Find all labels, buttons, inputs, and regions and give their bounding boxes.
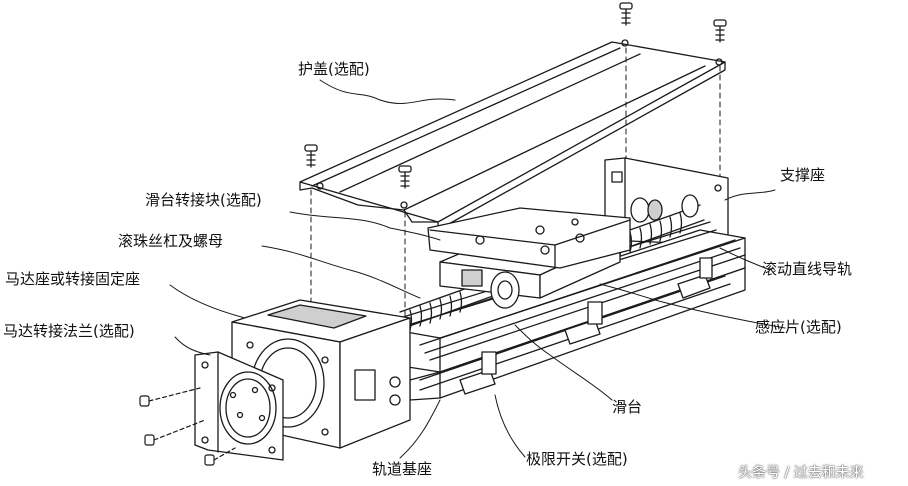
watermark: 头条号 / 过去和未来 [738, 465, 864, 481]
label-slide-adapter-block: 滑台转接块(选配) [145, 191, 262, 209]
flange-screws [139, 387, 236, 466]
label-sensor-plate: 感应片(选配) [755, 318, 842, 336]
cover-plate [299, 39, 726, 231]
label-limit-switch: 极限开关(选配) [526, 450, 628, 468]
slide-adapter-block [427, 207, 631, 269]
label-support-seat: 支撑座 [780, 166, 826, 184]
label-motor-flange: 马达转接法兰(选配) [3, 322, 135, 340]
label-cover: 护盖(选配) [298, 60, 370, 78]
leader-lines [169, 79, 786, 459]
motor-flange [194, 351, 284, 461]
label-rail-base: 轨道基座 [372, 460, 433, 478]
limit-switches [459, 257, 713, 395]
label-slide-table: 滑台 [612, 398, 643, 416]
alignment-lines [310, 47, 721, 321]
label-linear-guide: 滚动直线导轨 [762, 260, 853, 278]
cover-screws [304, 2, 727, 189]
label-ball-screw-nut: 滚珠丝杠及螺母 [118, 232, 224, 250]
label-motor-seat: 马达座或转接固定座 [5, 270, 141, 288]
